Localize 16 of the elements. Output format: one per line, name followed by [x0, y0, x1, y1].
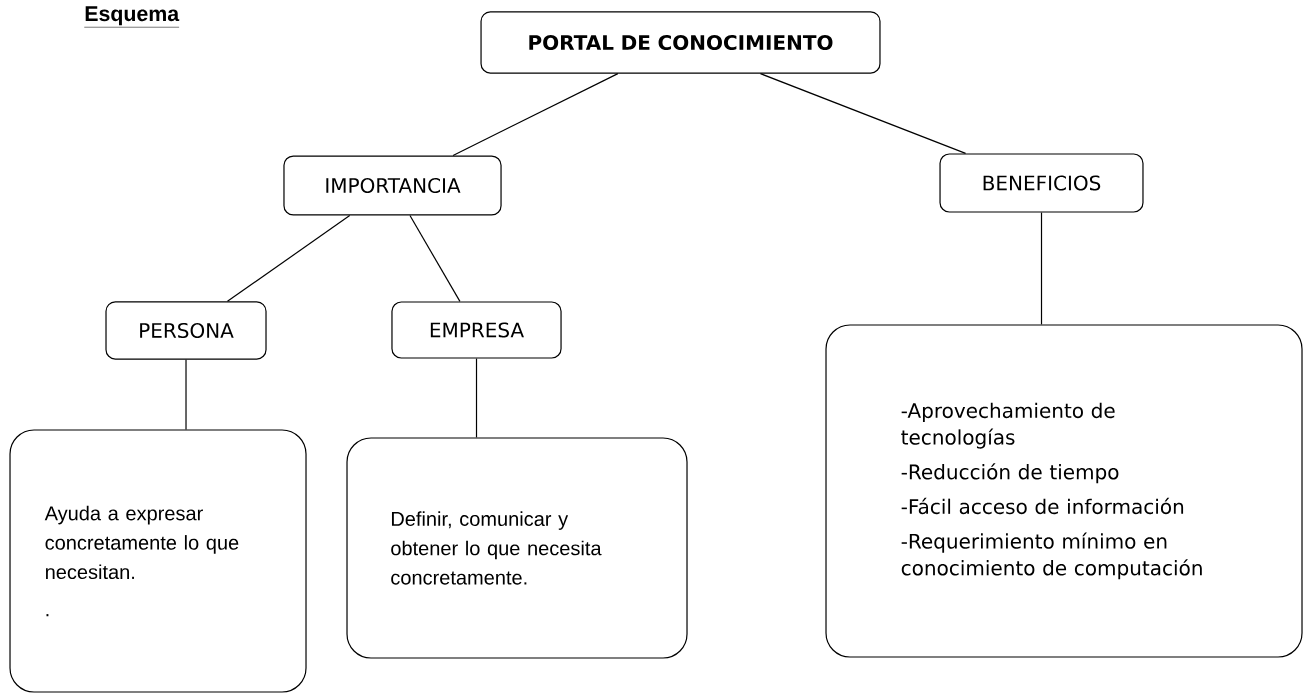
heading: Esquema: [84, 6, 180, 28]
connector-line: [226, 214, 351, 302]
topic-box: PERSONA: [105, 301, 267, 360]
topic-box: IMPORTANCIA: [283, 155, 502, 216]
topic-box: BENEFICIOS: [939, 153, 1144, 213]
connector-line: [185, 359, 187, 430]
topic-box: EMPRESA: [391, 301, 562, 359]
description-box: -Aprovechamiento de tecnologías -Reducción de tiempo -Fácil acceso de información -Requerimiento mínimo en conocimiento de computación: [825, 324, 1303, 658]
connector-line: [452, 73, 619, 157]
title-box: PORTAL DE CONOCIMIENTO: [480, 11, 881, 74]
connector-line: [1040, 212, 1043, 325]
connector-line: [409, 214, 461, 302]
description-box: Definir, comunicar y obtener lo que necesita concretamente.: [346, 437, 688, 659]
connector-line: [475, 358, 478, 438]
description-box: Ayuda a expresar concretamente lo que necesitan. .: [9, 429, 307, 693]
connector-line: [759, 73, 967, 154]
